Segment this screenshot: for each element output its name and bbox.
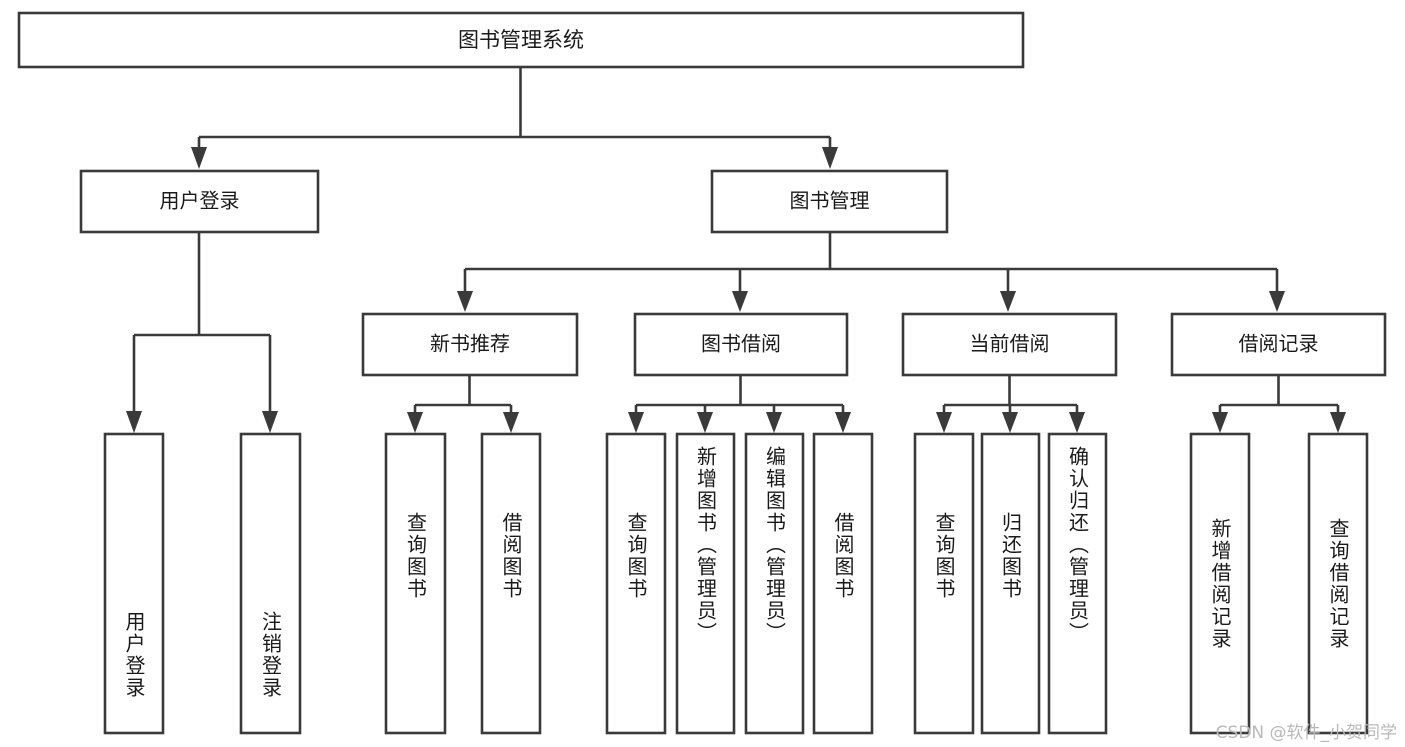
- leaf-box-group-new-book-rec: [384, 432, 542, 735]
- connector-group-book-manage: [457, 232, 1285, 312]
- node-book-manage-box[interactable]: [710, 169, 949, 234]
- connector-group-root: [191, 67, 838, 169]
- leaf-box-book-borrow-2[interactable]: [675, 432, 736, 735]
- node-new-book-rec[interactable]: 新书推荐: [361, 312, 579, 377]
- arrow-book-borrow-child-3: [766, 412, 782, 433]
- arrow-root-to-user-login: [191, 147, 207, 169]
- leaf-box-borrow-record-2[interactable]: [1307, 432, 1369, 735]
- arrow-book-borrow-child-2: [697, 412, 713, 433]
- node-borrow-record-box[interactable]: [1170, 312, 1387, 377]
- leaf-box-group-book-borrow: [605, 432, 874, 735]
- arrow-current-borrow-child-1: [936, 412, 952, 433]
- arrow-book-manage-child-4: [1269, 291, 1285, 312]
- leaf-box-user-login-1[interactable]: [103, 432, 165, 735]
- arrow-borrow-record-child-1: [1212, 412, 1228, 433]
- connector-group-borrow-record: [1212, 375, 1346, 433]
- leaf-box-book-borrow-3[interactable]: [744, 432, 805, 735]
- leaf-box-borrow-record-1[interactable]: [1189, 432, 1251, 735]
- node-root[interactable]: 图书管理系统: [17, 11, 1025, 69]
- node-borrow-record[interactable]: 借阅记录: [1170, 312, 1387, 377]
- node-current-borrow-box[interactable]: [901, 312, 1118, 377]
- node-current-borrow-label: 当前借阅: [970, 332, 1050, 356]
- leaf-box-group-user-login: [103, 432, 302, 735]
- arrow-book-manage-child-1: [457, 291, 473, 312]
- node-borrow-record-label: 借阅记录: [1239, 332, 1319, 356]
- arrow-current-borrow-child-3: [1069, 412, 1085, 433]
- node-current-borrow[interactable]: 当前借阅: [901, 312, 1118, 377]
- arrow-book-borrow-child-4: [835, 412, 851, 433]
- node-book-manage-label: 图书管理: [790, 189, 870, 213]
- connector-group-current-borrow: [936, 375, 1085, 433]
- connector-group-user-login: [126, 232, 278, 433]
- connector-group-book-borrow: [628, 375, 851, 433]
- arrow-book-manage-child-3: [1000, 291, 1016, 312]
- arrow-root-to-book-manage: [822, 147, 838, 169]
- arrow-book-borrow-child-1: [628, 412, 644, 433]
- arrow-new-book-rec-child-1: [407, 412, 423, 433]
- leaf-box-new-book-rec-1[interactable]: [384, 432, 447, 735]
- arrow-new-book-rec-child-2: [503, 412, 519, 433]
- leaf-box-group-current-borrow: [913, 432, 1108, 735]
- connector-group-new-book-rec: [407, 375, 519, 433]
- node-book-borrow[interactable]: 图书借阅: [633, 312, 849, 377]
- arrow-user-login-child-2: [262, 411, 278, 433]
- node-new-book-rec-box[interactable]: [361, 312, 579, 377]
- arrow-book-manage-child-2: [732, 291, 748, 312]
- node-book-borrow-label: 图书借阅: [701, 332, 781, 356]
- node-root-label: 图书管理系统: [458, 28, 584, 52]
- leaf-box-current-borrow-2[interactable]: [980, 432, 1041, 735]
- node-book-manage[interactable]: 图书管理: [710, 169, 949, 234]
- node-book-borrow-box[interactable]: [633, 312, 849, 377]
- node-user-login[interactable]: 用户登录: [79, 169, 320, 234]
- leaf-box-new-book-rec-2[interactable]: [480, 432, 542, 735]
- node-user-login-box[interactable]: [79, 169, 320, 234]
- leaf-box-book-borrow-1[interactable]: [605, 432, 667, 735]
- arrow-current-borrow-child-2: [1002, 412, 1018, 433]
- arrow-user-login-child-1: [126, 411, 142, 433]
- node-new-book-rec-label: 新书推荐: [430, 332, 510, 356]
- leaf-box-book-borrow-4[interactable]: [812, 432, 874, 735]
- leaf-box-user-login-2[interactable]: [239, 432, 302, 735]
- node-root-box[interactable]: [17, 11, 1025, 69]
- leaf-box-current-borrow-3[interactable]: [1047, 432, 1108, 735]
- leaf-box-current-borrow-1[interactable]: [913, 432, 975, 735]
- arrow-borrow-record-child-2: [1330, 412, 1346, 433]
- leaf-box-group-borrow-record: [1189, 432, 1369, 735]
- node-user-login-label: 用户登录: [160, 189, 240, 213]
